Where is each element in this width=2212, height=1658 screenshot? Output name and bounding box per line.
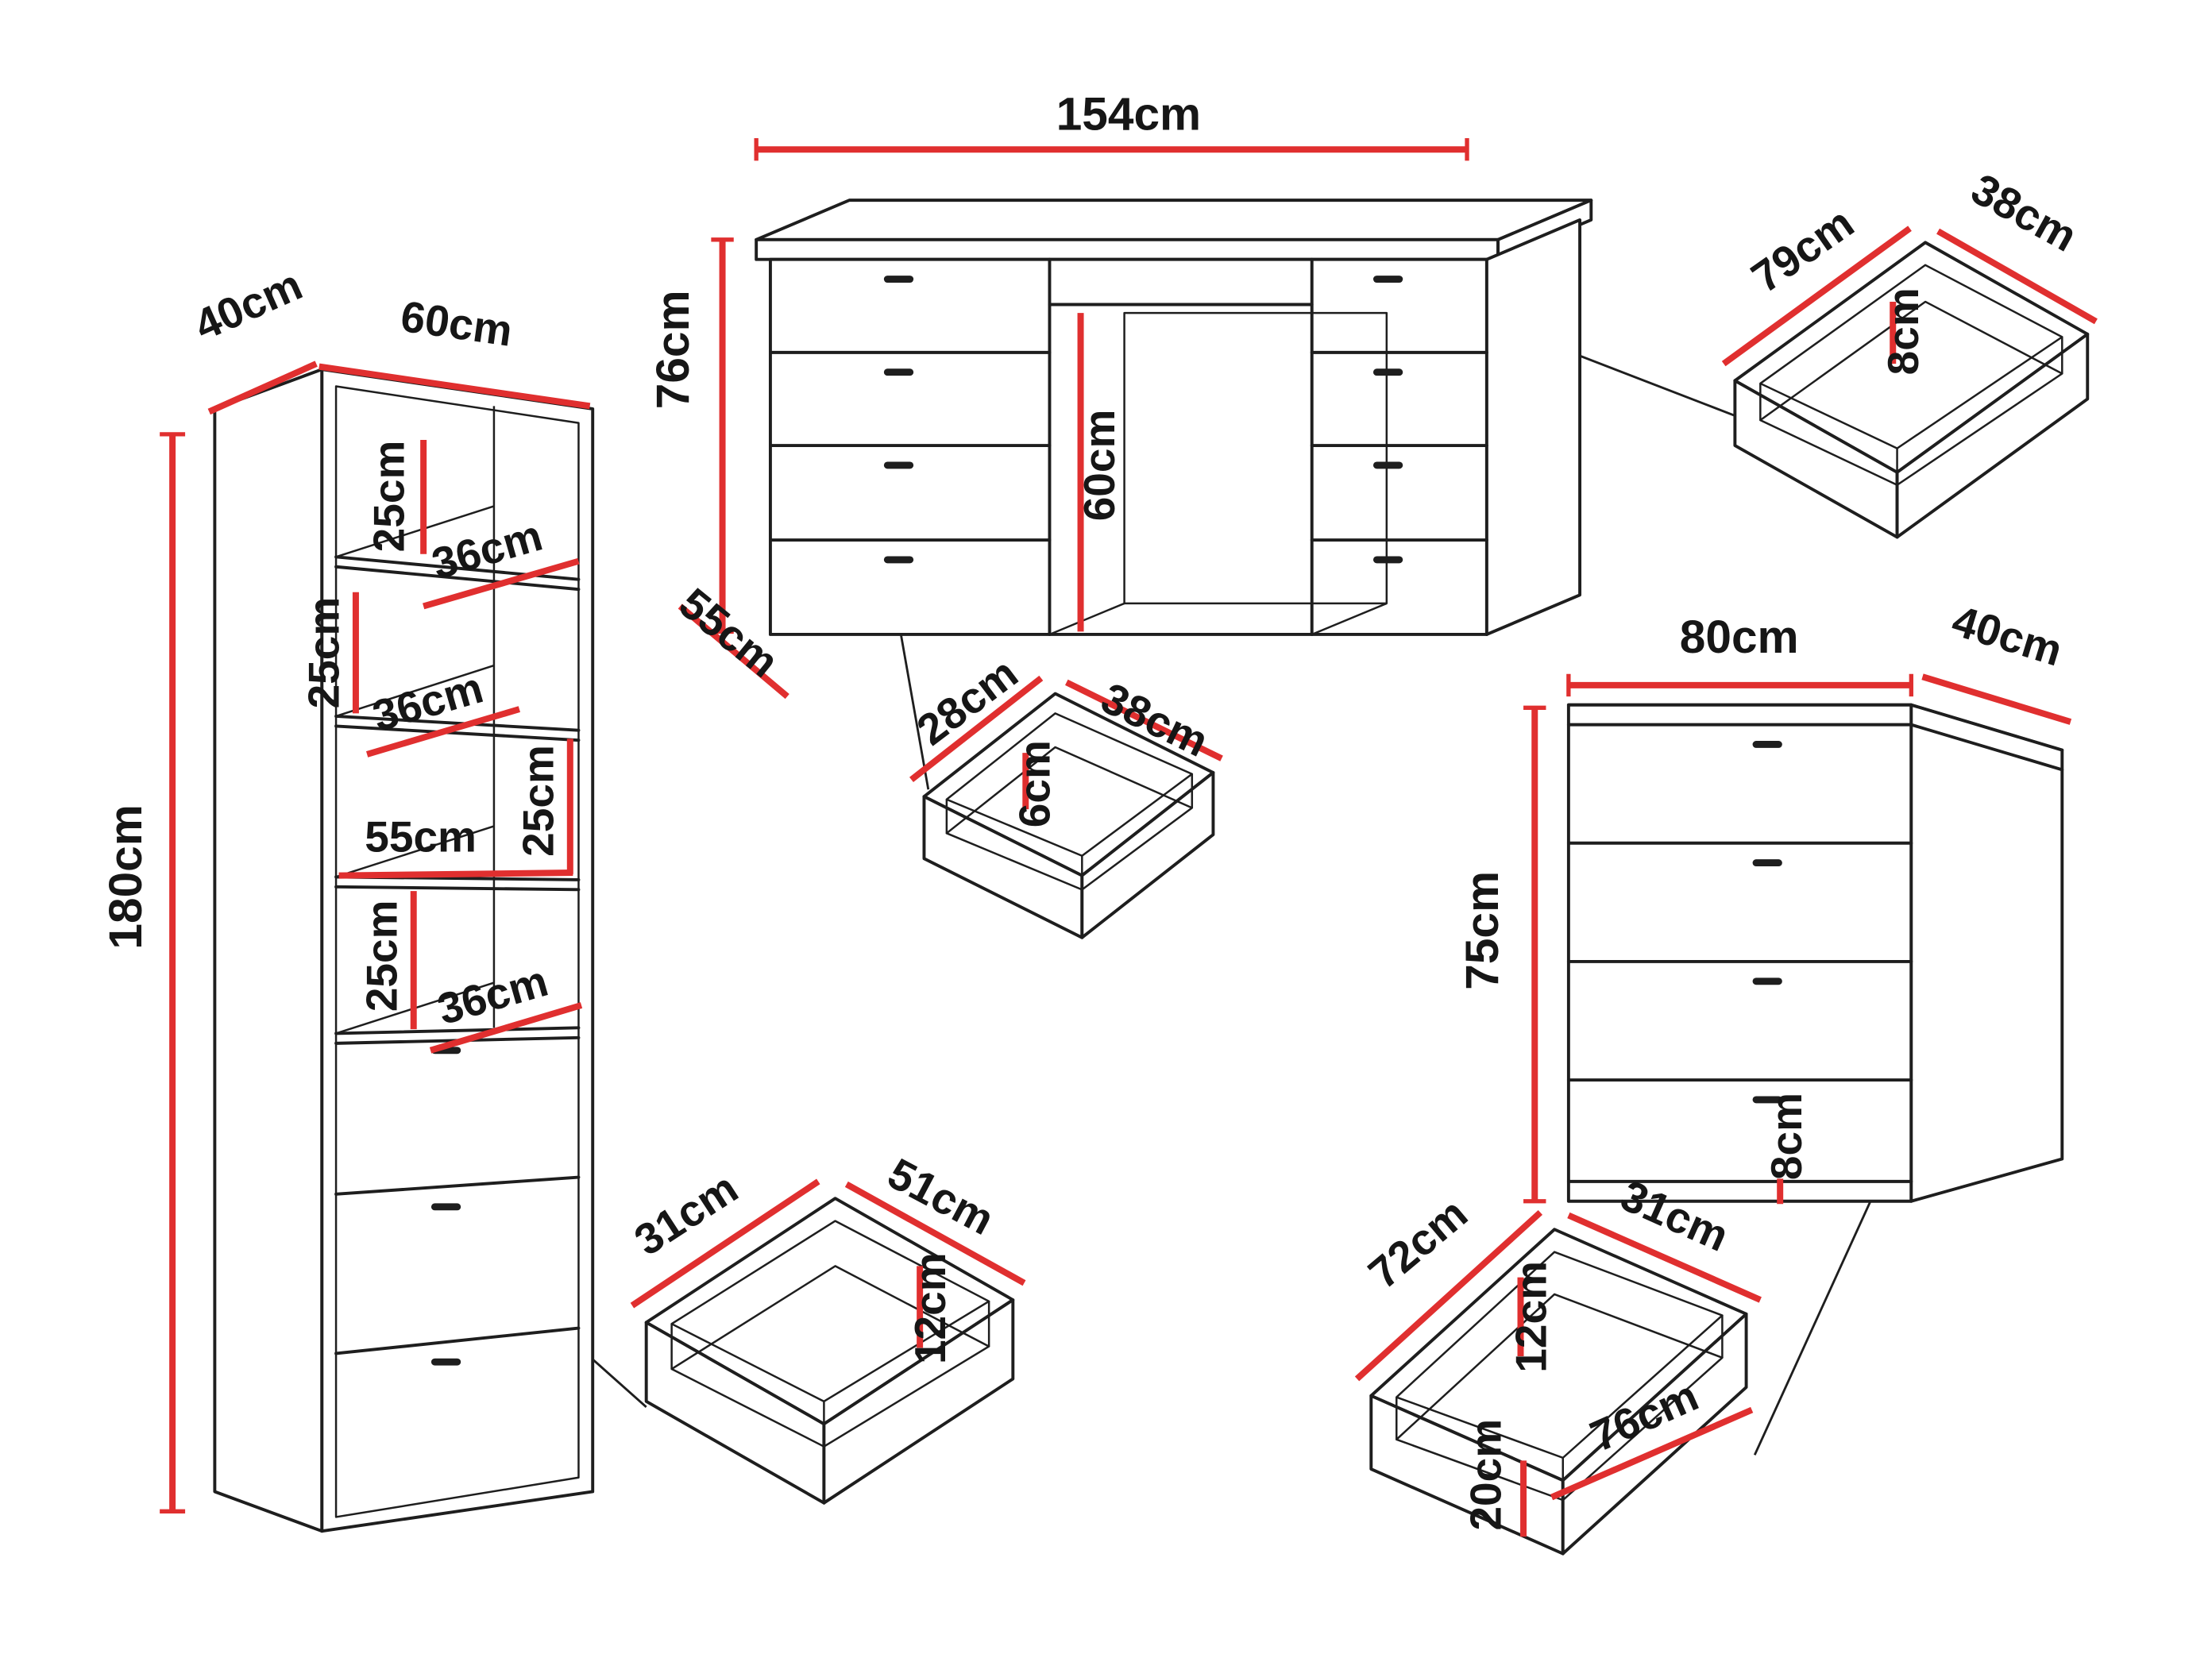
small-drawer-height-label: 6cm (1009, 740, 1059, 827)
cabinet-gap2-label: 25cm (299, 597, 349, 709)
drawer-front-right-wall (1080, 771, 1215, 939)
drawer-front-right-wall (1895, 332, 2090, 539)
chest-drawer-box-drawing: 72cm 31cm 12cm 20cm 76cm (1354, 1170, 1762, 1556)
chest-front-face (1566, 703, 1913, 1203)
cabinet-drawer-width-label: 31cm (626, 1163, 747, 1265)
drawer-inner-bottom (670, 1265, 990, 1448)
desk-top-front-edge (755, 237, 1500, 261)
small-drawer-box-drawing: 28cm 38cm 6cm (908, 648, 1223, 939)
chest-depth-label: 40cm (1947, 596, 2068, 675)
cabinet-gap4-label: 25cm (357, 900, 406, 1012)
desk-knee-height-label: 60cm (1075, 410, 1124, 522)
cabinet-gap3-label: 25cm (514, 745, 563, 857)
small-drawer-dimensions (909, 675, 1223, 810)
desk-body-right-face (1484, 218, 1582, 636)
chest-plinth-height-label: 8cm (1762, 1093, 1811, 1180)
cabinet-drawer-depth-label: 51cm (880, 1148, 1002, 1244)
desk-top-face (755, 199, 1593, 241)
drawer-front-right-wall (1561, 1312, 1748, 1556)
chest-drawer-width-label: 72cm (1359, 1189, 1477, 1298)
desk-left-pedestal-drawers (768, 276, 1052, 564)
cabinet-drawer-dimensions (630, 1178, 1026, 1348)
cabinet-side-face (213, 368, 324, 1533)
cabinet-interior-width-label: 55cm (365, 812, 477, 861)
desk-height-label: 76cm (647, 290, 699, 409)
desk-drawing: 154cm 76cm 55cm 60cm (647, 88, 1593, 700)
tall-cabinet-drawing: 40cm 60cm 25cm 36cm 25cm 36cm 25cm 55cm … (100, 260, 595, 1533)
cabinet-shelves (334, 505, 581, 1045)
chest-height-label: 75cm (1457, 871, 1508, 990)
desk-drawer-dimensions (1721, 226, 2098, 367)
chest-drawer-inner-height-label: 12cm (1506, 1261, 1555, 1373)
cabinet-depth-label: 40cm (187, 260, 309, 350)
cabinet-dimensions (160, 361, 591, 1514)
cabinet-drawer-box-drawing: 31cm 51cm 12cm (626, 1148, 1026, 1505)
drawer-front-right-wall (822, 1298, 1015, 1505)
chest-drawers (1566, 741, 1913, 1183)
cabinet-inner-frame (334, 385, 580, 1518)
desk-width-label: 154cm (1056, 88, 1201, 140)
desk-drawer-depth-label: 38cm (1963, 164, 2085, 260)
chest-right-face (1909, 703, 2064, 1203)
drawer-inner-rim (1759, 264, 2063, 449)
desk-right-pedestal-drawers (1310, 276, 1488, 564)
chest-drawer-front-height-label: 20cm (1461, 1419, 1511, 1531)
desk-dimensions (677, 138, 1469, 700)
chest-drawer-dimensions (1354, 1209, 1762, 1537)
desk-drawer-width-label: 79cm (1743, 198, 1863, 303)
desk-drawer-height-label: 8cm (1878, 287, 1928, 375)
cabinet-width-label: 60cm (398, 291, 515, 356)
chest-width-label: 80cm (1680, 611, 1799, 663)
cabinet-gap1-label: 25cm (364, 441, 413, 553)
cabinet-drawer-height-label: 12cm (905, 1252, 955, 1364)
chest-dimensions (1523, 673, 2072, 1205)
cabinet-height-label: 180cm (100, 804, 152, 949)
chest-drawing: 80cm 40cm 75cm 8cm (1457, 596, 2072, 1205)
desk-drawer-box-drawing: 79cm 38cm 8cm (1721, 164, 2098, 539)
